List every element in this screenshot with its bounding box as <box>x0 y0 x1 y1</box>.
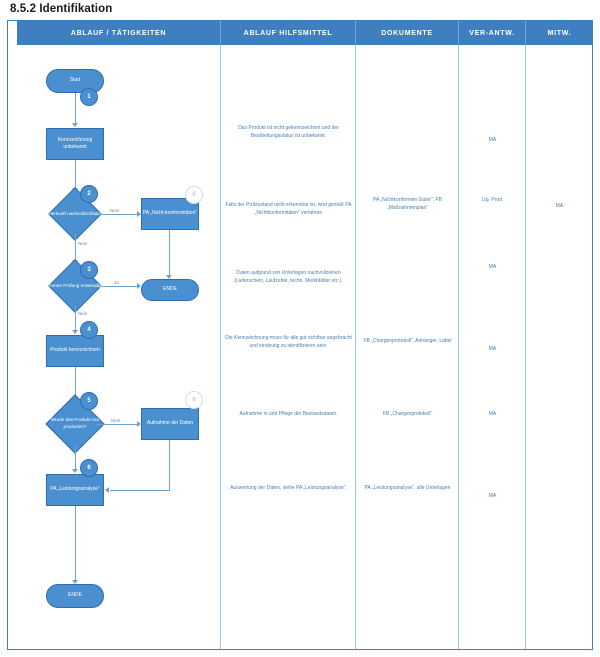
header-dokumente: DOKUMENTE <box>356 21 459 45</box>
verantwortlich-row-4: MA <box>488 346 497 352</box>
step-badge-side-5: 5 <box>185 186 203 204</box>
hilfsmittel-row-1: Das Produkt ist nicht gekennzeichnet und… <box>238 125 339 139</box>
edge-label-nein-4: Nein <box>110 418 122 423</box>
column-verantwortlich: MA Ltg. Prod. MA MA MA MA <box>459 45 526 649</box>
arrow-down-6 <box>72 469 78 473</box>
header-verantwortlich: VER-ANTW. <box>459 21 526 45</box>
arrow-down-1 <box>72 123 78 127</box>
dokumente-row-5: FB „Chargenprotokoll“ <box>382 411 433 417</box>
dokumente-row-4: FB „Chargenprotokoll“, Anhänger, Label <box>363 338 452 344</box>
arrow-right-2 <box>137 211 141 217</box>
hilfsmittel-row-4: Die Kennzeichnung muss für alle gut sich… <box>225 335 352 349</box>
column-ablauf-taetigkeiten: Start 1 Kennzeichnung unbekannt 2 Herkun… <box>17 45 221 649</box>
verantwortlich-row-5: MA <box>488 411 497 417</box>
verantwortlich-row-6: MA <box>488 493 497 499</box>
column-dokumente: PA „Nichtkonformen Güter“, FB „Maßnahmen… <box>356 45 459 649</box>
verantwortlich-row-3: MA <box>488 264 497 270</box>
arrow-down-side-1 <box>166 275 172 279</box>
connector-start-to-1 <box>75 93 76 124</box>
step-badge-6: 6 <box>80 459 98 477</box>
flow-node-aufnahme-der-daten[interactable]: Aufnahme der Daten <box>141 408 199 440</box>
header-ablauf-hilfsmittel: ABLAUF HILFSMITTEL <box>221 21 356 45</box>
connector-1-to-2 <box>75 160 76 189</box>
column-header-row: ABLAUF / TÄTIGKEITEN ABLAUF HILFSMITTEL … <box>17 21 593 45</box>
column-mitwirkend: MA <box>526 45 593 649</box>
chart-frame <box>7 20 593 650</box>
hilfsmittel-row-3: Daten aufgrund von Unterlagen nachvollzi… <box>234 270 343 284</box>
verantwortlich-row-1: MA <box>488 137 497 143</box>
arrow-right-3 <box>137 283 141 289</box>
header-ablauf-taetigkeiten: ABLAUF / TÄTIGKEITEN <box>17 21 221 45</box>
edge-label-nein-3: Nein <box>77 311 89 316</box>
step-badge-side-6: 6 <box>185 391 203 409</box>
decision-label-5: Wurde das Produkt neu produziert? <box>50 417 100 429</box>
step-badge-5: 5 <box>80 392 98 410</box>
page-title: 8.5.2 Identifikation <box>10 3 113 15</box>
arrow-left-1 <box>105 487 109 493</box>
connector-5-to-6 <box>75 445 76 470</box>
edge-label-nein-1: Nein <box>109 208 121 213</box>
connector-3-to-4 <box>75 305 76 331</box>
flow-end-side[interactable]: ENDE <box>141 279 199 301</box>
connector-aufnahme-down <box>169 440 170 490</box>
edge-label-ja-1: Ja <box>113 280 120 285</box>
flow-start[interactable]: Start <box>46 69 104 93</box>
edge-label-nein-2: Nein <box>77 241 89 246</box>
step-badge-4: 4 <box>80 321 98 339</box>
connector-2-nein <box>94 214 138 215</box>
connector-3-ja <box>94 286 138 287</box>
flow-node-produkt-kennzeichnen[interactable]: Produkt kennzeichnen <box>46 335 104 367</box>
mitwirkend-row-2: MA <box>555 203 564 209</box>
flow-decision-herkunft[interactable]: Herkunft nachvollziehbar? <box>48 187 102 241</box>
step-badge-3: 3 <box>80 261 98 279</box>
decision-label-2: Herkunft nachvollziehbar? <box>48 210 102 216</box>
connector-6-to-end <box>75 506 76 581</box>
connector-5-nein <box>96 424 138 425</box>
dokumente-row-2: PA „Nichtkonformen Güter“, FB „Maßnahmen… <box>373 197 442 211</box>
column-ablauf-hilfsmittel: Das Produkt ist nicht gekennzeichnet und… <box>221 45 356 649</box>
decision-label-3: Erneute Prüfung notwendig? <box>45 282 105 288</box>
flow-node-pa-leistungsanalyse[interactable]: PA „Leistungsanalyse“ <box>46 474 104 506</box>
header-mitwirkend: MITW. <box>547 29 572 37</box>
step-badge-1: 1 <box>80 88 98 106</box>
arrow-down-4 <box>72 330 78 334</box>
connector-4-to-5 <box>75 367 76 399</box>
dokumente-row-6: PA „Leistungsanalyse“, alle Unterlagen <box>364 485 451 491</box>
hilfsmittel-row-5: Aufnahme in und Pflege der Bestandsdaten… <box>239 411 338 417</box>
connector-2-to-3 <box>75 233 76 261</box>
flow-decision-erneute-pruefung[interactable]: Erneute Prüfung notwendig? <box>46 259 104 313</box>
hilfsmittel-row-6: Auswertung der Daten, siehe PA „Leistung… <box>230 485 347 491</box>
flow-end-final[interactable]: ENDE <box>46 584 104 608</box>
body-columns: Start 1 Kennzeichnung unbekannt 2 Herkun… <box>17 45 593 649</box>
arrow-right-5 <box>137 421 141 427</box>
flow-node-kennzeichnung-unbekannt[interactable]: Kennzeichnung unbekannt <box>46 128 104 160</box>
flow-decision-neu-produziert[interactable]: Wurde das Produkt neu produziert? <box>45 394 105 454</box>
flow-node-pa-nichtkonformitaeten[interactable]: PA „Nicht-konformitäten“ <box>141 198 199 230</box>
step-badge-2: 2 <box>80 185 98 203</box>
verantwortlich-row-2: Ltg. Prod. <box>481 197 504 203</box>
connector-side-to-ende <box>169 230 170 276</box>
hilfsmittel-row-2: Falls der Prüfzustand nicht erkennbar is… <box>225 202 352 216</box>
connector-aufnahme-back <box>110 490 170 491</box>
arrow-down-7 <box>72 580 78 584</box>
